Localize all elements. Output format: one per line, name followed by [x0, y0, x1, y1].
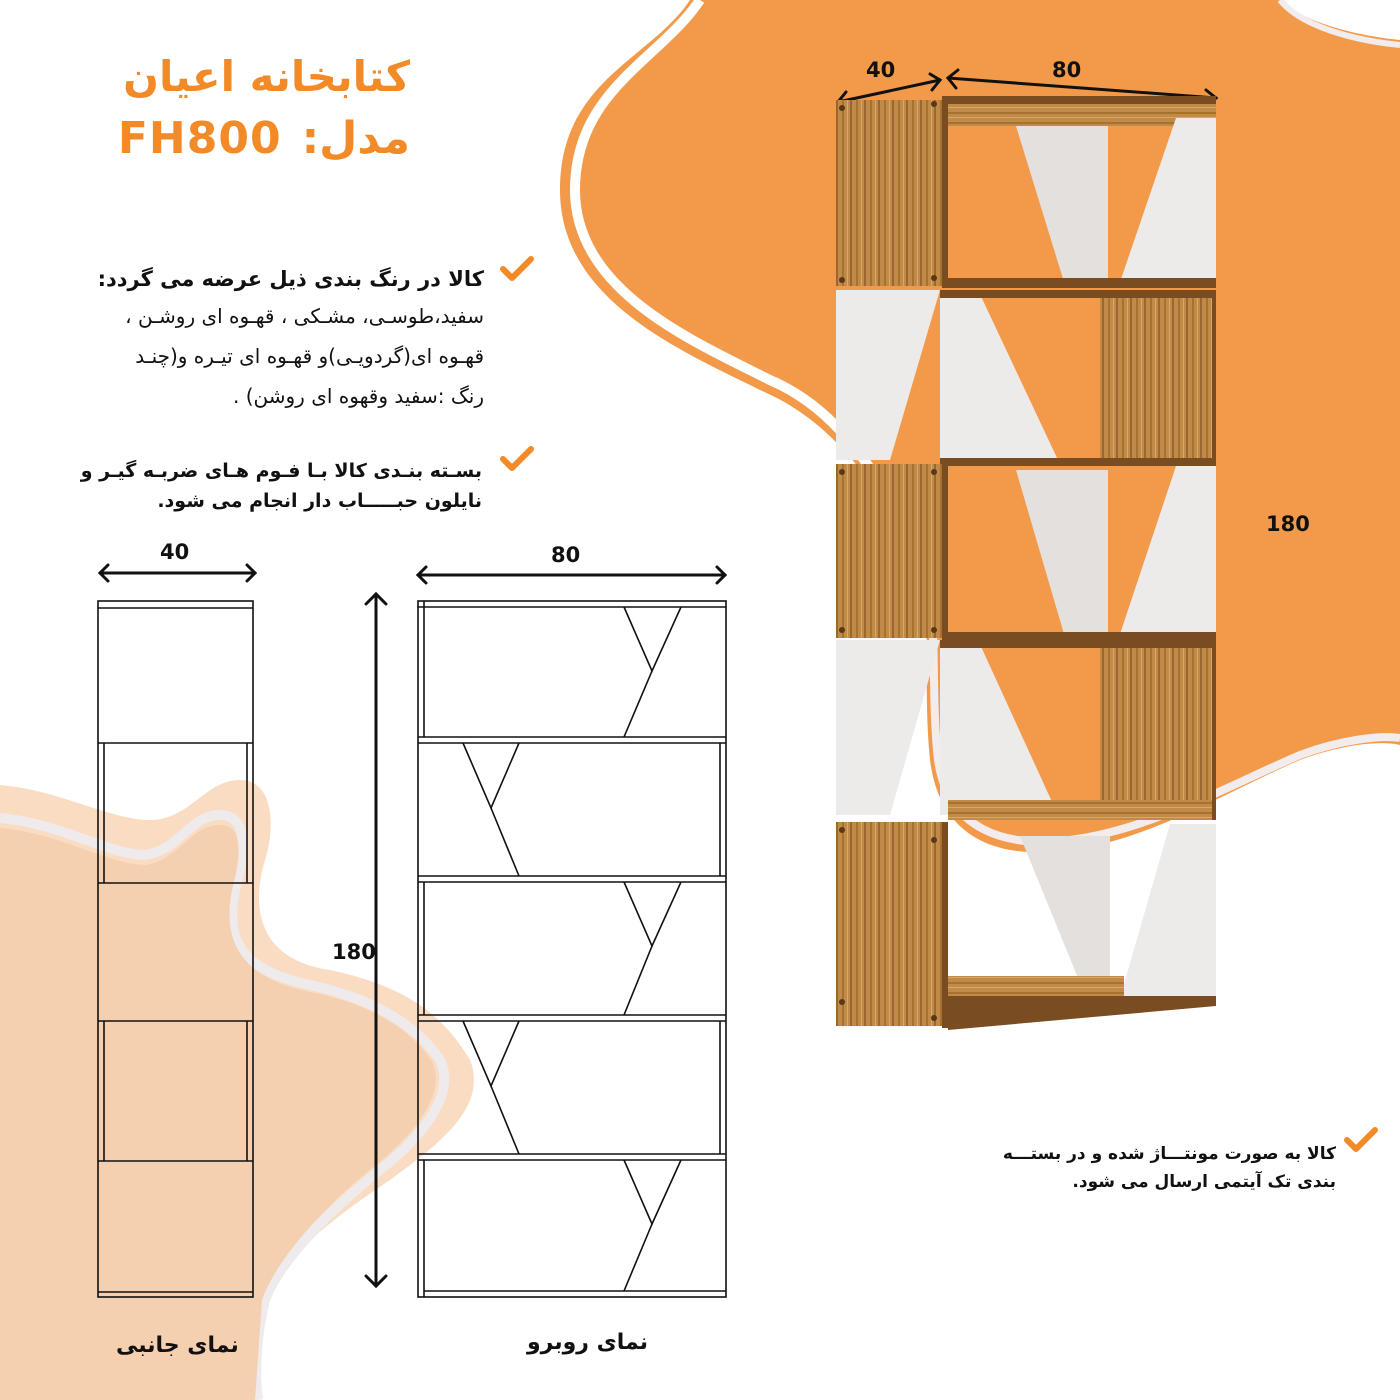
model-line: مدل: FH800 [118, 113, 410, 164]
front-width-label: 80 [551, 543, 581, 567]
feature-packaging: بسـته بنـدی کالا بـا فـوم هـای ضربـه گیـ… [12, 456, 482, 516]
feature-colors-line-2: قهـوه ای(گردویـی)و قهـوه ای تیـره و(چنـد [135, 344, 484, 368]
feature-colors: کالا در رنگ بندی ذیل عرضه می گردد: سفید،… [14, 262, 484, 416]
check-icon [500, 256, 534, 281]
side-view-caption: نمای جانبی [116, 1333, 239, 1358]
feature-assembly-line-2: بندی تک آیتمی ارسال می شود. [1072, 1172, 1336, 1192]
feature-colors-line-3: رنگ :سفید وقهوه ای روشن) . [233, 384, 484, 408]
product-title: کتابخانه اعیان [123, 52, 410, 101]
feature-assembly-line-1: کالا به صورت مونتـــاژ شده و در بستـــه [1002, 1144, 1336, 1164]
feature-colors-heading: کالا در رنگ بندی ذیل عرضه می گردد: [97, 267, 484, 291]
feature-packaging-line-1: بسـته بنـدی کالا بـا فـوم هـای ضربـه گیـ… [80, 460, 482, 482]
check-icon [500, 446, 534, 471]
side-width-label: 40 [160, 540, 190, 564]
side-view-drawing [97, 563, 388, 1298]
check-icon [1344, 1127, 1378, 1152]
feature-packaging-line-2: نایلون حبـــــاب دار انجام می شود. [157, 490, 482, 512]
bookshelf-render [835, 68, 1219, 1030]
render-width-label: 80 [1052, 58, 1082, 82]
model-label: مدل: [301, 113, 410, 164]
model-code: FH800 [117, 113, 282, 164]
feature-assembly: کالا به صورت مونتـــاژ شده و در بستـــه … [936, 1140, 1336, 1196]
feature-colors-line-1: سفید،طوسـی، مشـکی ، قهـوه ای روشـن ، [125, 304, 484, 328]
render-depth-label: 40 [866, 58, 896, 82]
render-height-label: 180 [1266, 512, 1310, 536]
front-view-drawing [415, 565, 728, 1298]
front-view-caption: نمای روبرو [527, 1330, 649, 1355]
side-height-label: 180 [332, 940, 376, 964]
